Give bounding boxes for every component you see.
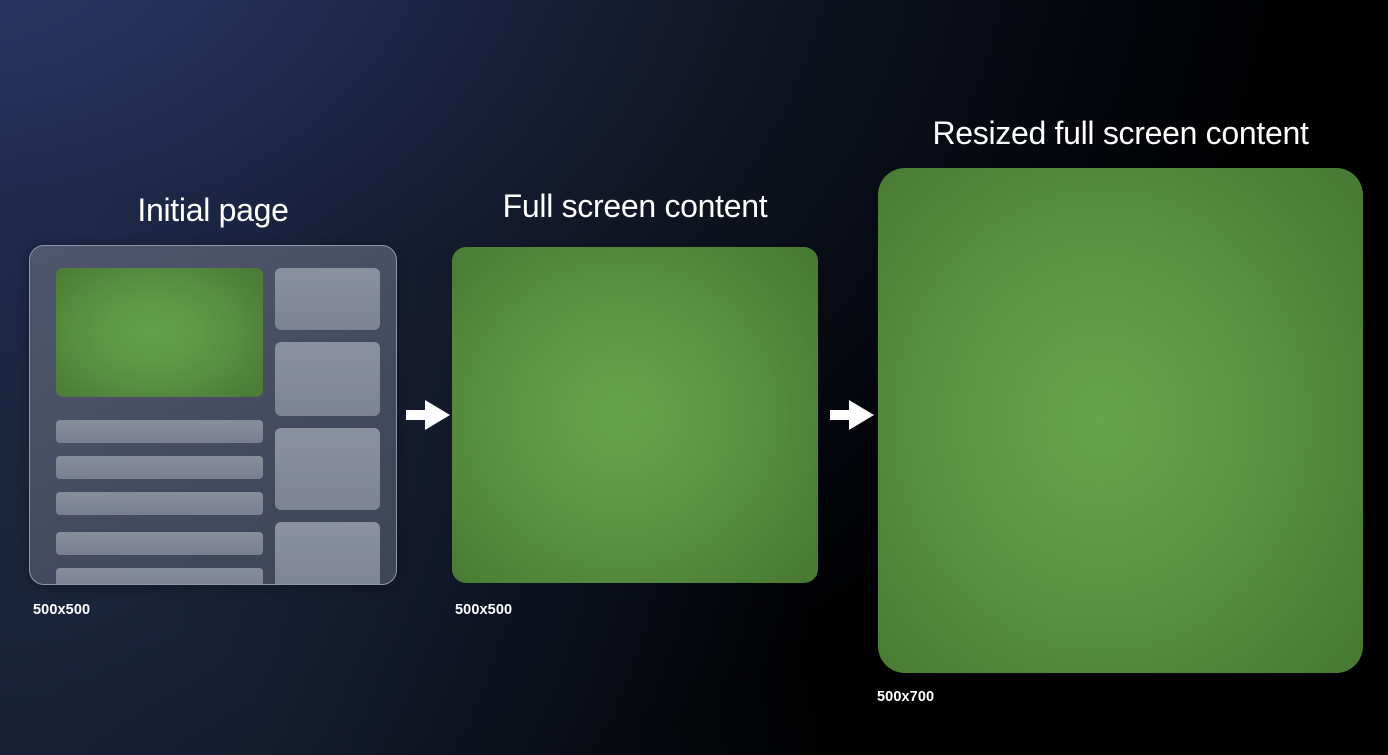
full-screen-content-panel bbox=[452, 247, 818, 583]
content-bar bbox=[56, 568, 263, 584]
sidebar-block bbox=[275, 428, 380, 510]
arrow-shaft bbox=[406, 410, 430, 420]
browser-mock-card bbox=[29, 245, 397, 585]
green-thumbnail bbox=[56, 268, 263, 397]
step-heading-resized-full-screen-content: Resized full screen content bbox=[932, 115, 1309, 151]
sidebar-block bbox=[275, 522, 380, 584]
browser-mock-content bbox=[56, 268, 380, 584]
size-label-full-screen-content: 500x500 bbox=[455, 602, 513, 618]
arrow-head bbox=[425, 400, 450, 430]
sidebar-block bbox=[275, 342, 380, 416]
content-bar bbox=[56, 420, 263, 443]
resized-full-screen-content-panel bbox=[878, 168, 1363, 673]
step-heading-initial-page: Initial page bbox=[137, 192, 289, 228]
right-arrow-icon bbox=[830, 400, 874, 430]
step-heading-full-screen-content: Full screen content bbox=[502, 188, 768, 224]
size-label-resized-full-screen-content: 500x700 bbox=[877, 689, 935, 705]
arrow-shaft bbox=[830, 410, 854, 420]
size-label-initial-page: 500x500 bbox=[33, 602, 91, 618]
content-bar bbox=[56, 456, 263, 479]
content-bar bbox=[56, 492, 263, 515]
right-arrow-icon bbox=[406, 400, 450, 430]
arrow-head bbox=[849, 400, 874, 430]
sidebar-block bbox=[275, 268, 380, 330]
content-bar bbox=[56, 532, 263, 555]
